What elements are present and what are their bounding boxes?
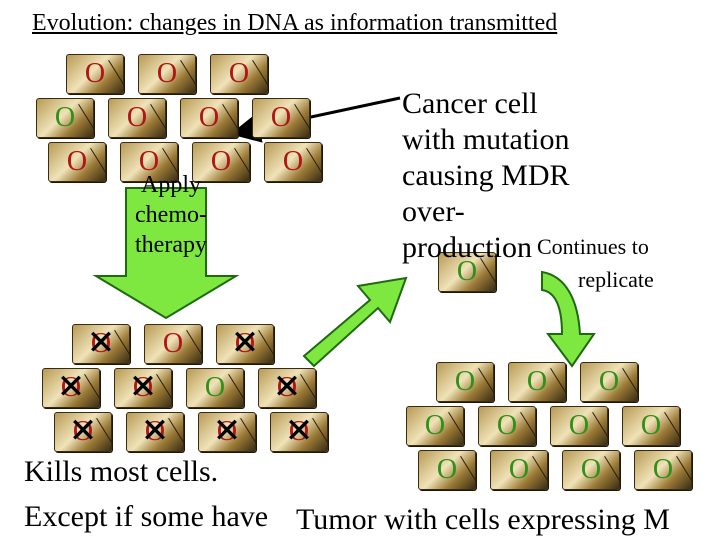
kills-most-cells-text: Kills most cells. <box>24 455 219 488</box>
apply-chemotherapy-label: Apply chemo-therapy <box>135 172 207 258</box>
cell-symbol: O <box>598 366 620 397</box>
cancer-line-4: over- <box>402 195 465 228</box>
cell-symbol: O <box>424 410 446 441</box>
resistant-cell: O <box>622 406 680 446</box>
cancer-cell: O <box>48 142 106 182</box>
cancer-cell: O <box>264 142 322 182</box>
cancer-cell: O <box>66 54 124 94</box>
cancer-cell: O <box>180 98 238 138</box>
cancer-cell: O <box>192 142 250 182</box>
killed-mark-icon: ✕ <box>284 411 314 451</box>
cell-symbol: O <box>652 454 674 485</box>
cell-symbol: O <box>288 416 310 447</box>
cell-symbol: O <box>90 328 112 359</box>
cell-symbol: O <box>204 372 226 403</box>
killed-mark-icon: ✕ <box>212 411 242 451</box>
killed-mark-icon: ✕ <box>56 367 86 407</box>
killed-mark-icon: ✕ <box>272 367 302 407</box>
cell-symbol: O <box>568 410 590 441</box>
tumor-text: Tumor with cells expressing M <box>296 503 670 536</box>
cancer-cell: O✕ <box>42 367 100 408</box>
cancer-cell: O✕ <box>72 323 130 364</box>
cancer-cell: O <box>108 98 166 138</box>
cell-symbol: O <box>270 102 292 133</box>
cell-symbol: O <box>526 366 548 397</box>
killed-mark-icon: ✕ <box>86 323 116 363</box>
cell-symbol: O <box>216 416 238 447</box>
cancer-line-3: causing MDR <box>402 159 570 192</box>
cell-symbol: O <box>66 146 88 177</box>
resistant-cell: O <box>418 450 476 490</box>
cell-symbol: O <box>54 102 76 133</box>
resistant-cell: O <box>490 450 548 490</box>
resistant-cell: O <box>406 406 464 446</box>
cell-symbol: O <box>640 410 662 441</box>
killed-mark-icon: ✕ <box>140 411 170 451</box>
cancer-cell: O <box>120 142 178 182</box>
cancer-cell: O <box>144 324 202 364</box>
replicate-label: replicate <box>578 267 654 292</box>
cell-symbol: O <box>60 372 82 403</box>
cell-symbol: O <box>144 416 166 447</box>
resistant-cell: O <box>438 252 496 292</box>
cancer-cell: O <box>252 98 310 138</box>
cell-symbol: O <box>276 372 298 403</box>
diagonal-growth-arrow <box>302 276 408 368</box>
resistant-cell: O <box>562 450 620 490</box>
resistant-cell: O <box>36 98 94 138</box>
resistant-cell: O <box>550 406 608 446</box>
resistant-cell: O <box>186 368 244 408</box>
cancer-cell: O✕ <box>114 367 172 408</box>
cell-symbol: O <box>454 366 476 397</box>
cell-symbol: O <box>234 328 256 359</box>
cell-symbol: O <box>72 416 94 447</box>
cell-symbol: O <box>138 146 160 177</box>
diagram-title: Evolution: changes in DNA as information… <box>32 10 558 36</box>
cancer-cell: O✕ <box>258 367 316 408</box>
chemo-down-arrow <box>92 187 240 320</box>
cancer-cell: O✕ <box>216 323 274 364</box>
cancer-line-5: production <box>402 231 532 264</box>
cell-symbol: O <box>508 454 530 485</box>
cancer-cell: O✕ <box>270 411 328 452</box>
killed-mark-icon: ✕ <box>128 367 158 407</box>
killed-mark-icon: ✕ <box>230 323 260 363</box>
cancer-line-1: Cancer cell <box>402 87 538 120</box>
cell-symbol: O <box>156 58 178 89</box>
cell-symbol: O <box>162 328 184 359</box>
resistant-cell: O <box>436 362 494 402</box>
cell-symbol: O <box>436 454 458 485</box>
cell-symbol: O <box>228 58 250 89</box>
cell-symbol: O <box>126 102 148 133</box>
replicate-curved-arrow <box>541 270 596 368</box>
cancer-cell: O <box>138 54 196 94</box>
cell-symbol: O <box>198 102 220 133</box>
killed-mark-icon: ✕ <box>68 411 98 451</box>
cell-symbol: O <box>210 146 232 177</box>
cancer-cell: O✕ <box>54 411 112 452</box>
resistant-cell: O <box>478 406 536 446</box>
cancer-line-2: with mutation <box>402 123 570 156</box>
except-text: Except if some have <box>24 500 269 533</box>
cell-symbol: O <box>580 454 602 485</box>
resistant-cell: O <box>634 450 692 490</box>
cancer-cell: O✕ <box>198 411 256 452</box>
cell-symbol: O <box>84 58 106 89</box>
cancer-cell: O✕ <box>126 411 184 452</box>
cancer-cell: O <box>210 54 268 94</box>
cell-symbol: O <box>282 146 304 177</box>
cell-symbol: O <box>132 372 154 403</box>
continues-label: Continues to <box>537 234 649 259</box>
resistant-cell: O <box>508 362 566 402</box>
cell-symbol: O <box>456 256 478 287</box>
cancer-cell-description: Cancer cell with mutation causing MDR ov… <box>402 86 570 266</box>
cell-symbol: O <box>496 410 518 441</box>
resistant-cell: O <box>580 362 638 402</box>
